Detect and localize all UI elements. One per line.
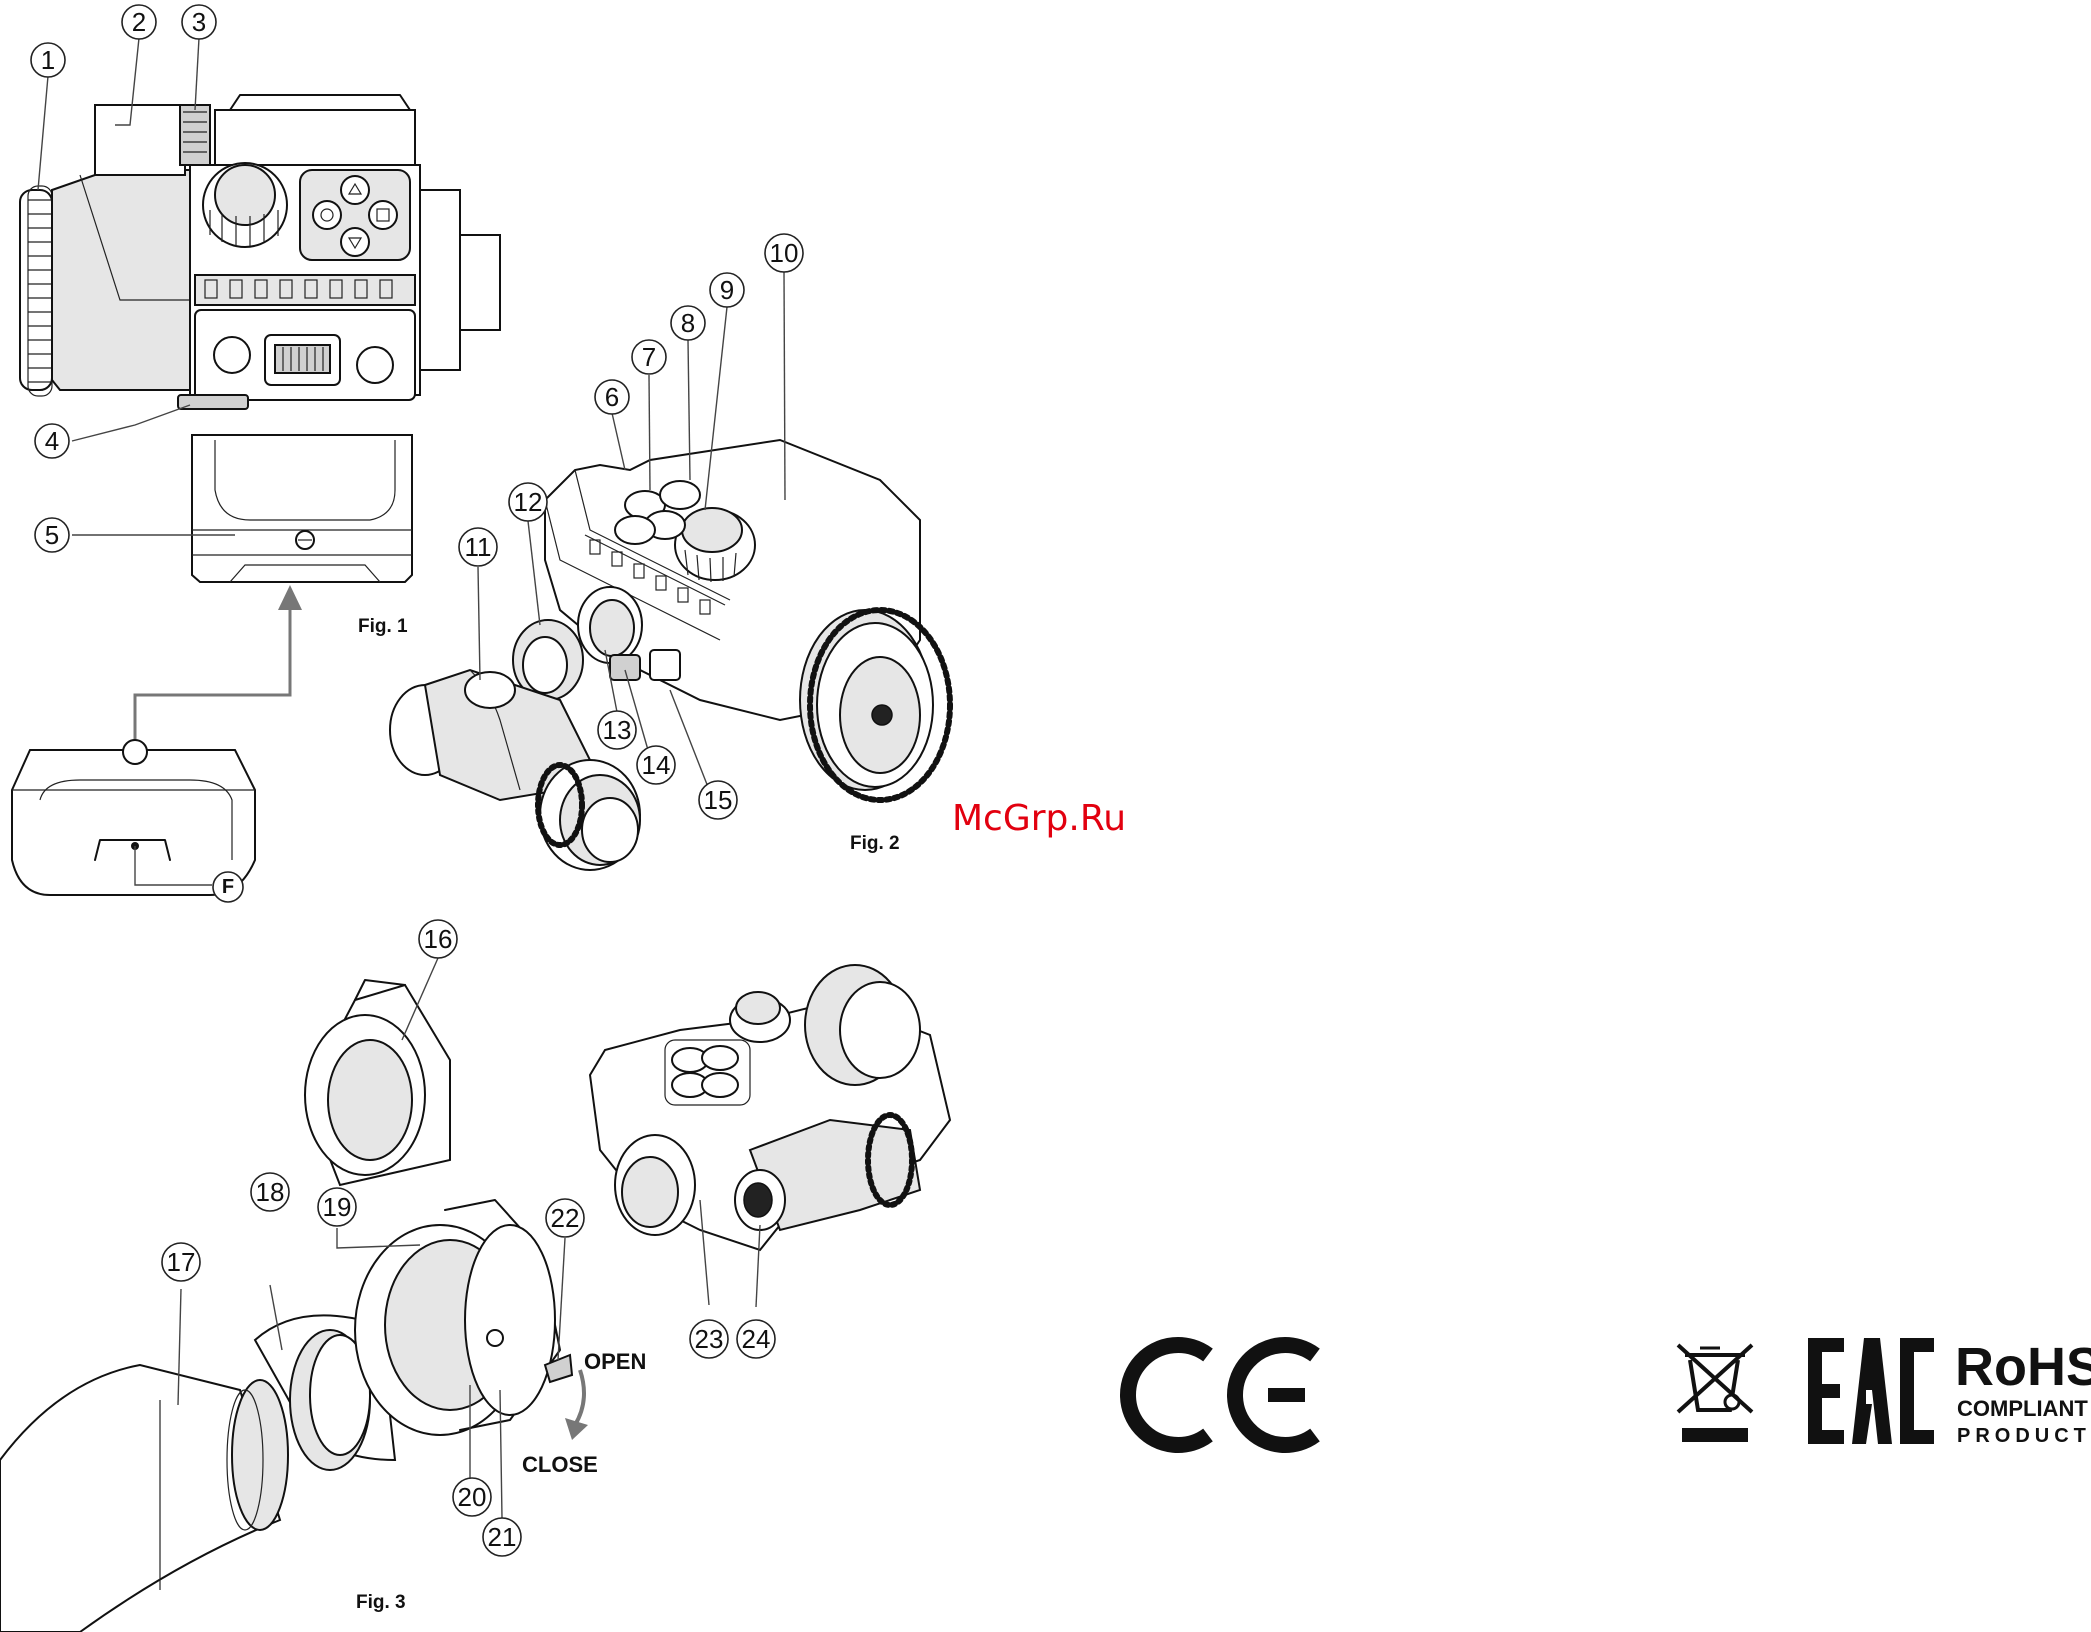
adapter-drawing	[355, 1200, 572, 1435]
rohs-mark: RoHS COMPLIANT PRODUCT	[1955, 1337, 2091, 1447]
callout-13: 13	[598, 711, 636, 749]
callout-7: 7	[632, 340, 666, 374]
svg-text:12: 12	[514, 487, 543, 517]
svg-text:24: 24	[742, 1324, 771, 1354]
fig3-label: Fig. 3	[356, 1592, 406, 1613]
svg-text:14: 14	[642, 750, 671, 780]
lens-ring	[20, 186, 52, 396]
svg-text:16: 16	[424, 924, 453, 954]
callout-11: 11	[459, 528, 497, 566]
callout-8: 8	[671, 306, 705, 340]
callout-16: 16	[419, 920, 457, 958]
callout-24: 24	[737, 1320, 775, 1358]
callout-12: 12	[509, 483, 547, 521]
svg-text:4: 4	[45, 426, 59, 456]
svg-text:2: 2	[132, 7, 146, 37]
svg-text:22: 22	[551, 1203, 580, 1233]
lens-cap-drawing	[305, 980, 450, 1185]
button-pad	[300, 170, 410, 260]
svg-text:9: 9	[720, 275, 734, 305]
rohs-compliant: COMPLIANT	[1957, 1396, 2088, 1421]
fig2-label: Fig. 2	[850, 833, 900, 854]
svg-text:1: 1	[41, 45, 55, 75]
ce-mark	[1128, 1345, 1315, 1445]
callout-15: 15	[699, 781, 737, 819]
callout-3: 3	[182, 5, 216, 39]
svg-text:3: 3	[192, 7, 206, 37]
callout-5: 5	[35, 518, 69, 552]
svg-text:19: 19	[323, 1192, 352, 1222]
fig3-device-drawing	[590, 965, 950, 1250]
svg-text:18: 18	[256, 1177, 285, 1207]
svg-text:5: 5	[45, 520, 59, 550]
svg-text:15: 15	[704, 785, 733, 815]
callout-17: 17	[162, 1243, 200, 1281]
svg-text:11: 11	[465, 532, 492, 562]
eyepiece-monocular-drawing	[390, 670, 640, 870]
callout-10: 10	[765, 234, 803, 272]
controller-knob	[203, 163, 287, 247]
svg-text:10: 10	[770, 238, 799, 268]
fig1-label: Fig. 1	[358, 616, 408, 637]
callout-1: 1	[31, 43, 65, 77]
svg-text:7: 7	[642, 342, 656, 372]
battery-bottom-drawing	[12, 740, 255, 895]
callout-4: 4	[35, 424, 69, 458]
svg-text:13: 13	[603, 715, 632, 745]
svg-text:20: 20	[458, 1482, 487, 1512]
callout-F: F	[213, 872, 243, 902]
open-label: OPEN	[584, 1349, 646, 1374]
callout-22: 22	[546, 1199, 584, 1237]
callout-14: 14	[637, 746, 675, 784]
callout-2: 2	[122, 5, 156, 39]
riflescope-drawing	[0, 1365, 288, 1632]
rohs-product: PRODUCT	[1957, 1425, 2091, 1447]
svg-text:23: 23	[695, 1324, 724, 1354]
callout-20: 20	[453, 1478, 491, 1516]
watermark-text: McGrp.Ru	[952, 798, 1126, 839]
fig1-device-drawing	[20, 95, 500, 409]
callout-6: 6	[595, 380, 629, 414]
callout-18: 18	[251, 1173, 289, 1211]
svg-text:21: 21	[488, 1522, 517, 1552]
eac-mark	[1808, 1338, 1934, 1444]
callout-19: 19	[318, 1188, 356, 1226]
svg-text:17: 17	[167, 1247, 196, 1277]
svg-text:8: 8	[681, 308, 695, 338]
callout-23: 23	[690, 1320, 728, 1358]
crossed-out-wheelie-bin-icon	[1678, 1345, 1752, 1442]
insert-arrow	[135, 585, 302, 745]
svg-text:6: 6	[605, 382, 619, 412]
close-label: CLOSE	[522, 1452, 598, 1477]
svg-text:F: F	[222, 876, 234, 898]
callout-21: 21	[483, 1518, 521, 1556]
callout-9: 9	[710, 273, 744, 307]
rohs-title: RoHS	[1955, 1337, 2091, 1397]
battery-pack-drawing	[192, 435, 412, 582]
open-close-arrow	[565, 1370, 588, 1440]
